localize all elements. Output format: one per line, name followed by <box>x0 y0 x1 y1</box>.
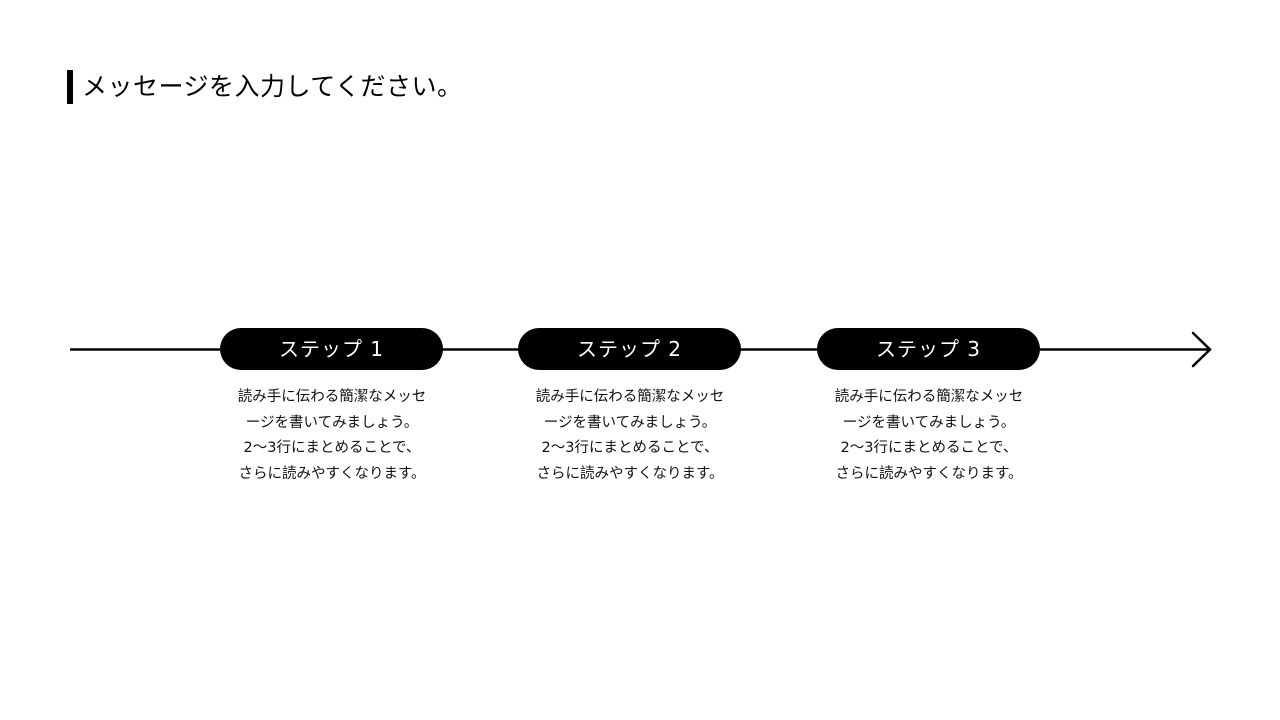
step-3-pill: ステップ 3 <box>817 328 1040 370</box>
description-line: 2〜3行にまとめることで、 <box>541 440 719 456</box>
step-1-pill: ステップ 1 <box>220 328 443 370</box>
description-line: 読み手に伝わる簡潔なメッセ <box>535 389 725 405</box>
step-2-description: 読み手に伝わる簡潔なメッセ ージを書いてみましょう。 2〜3行にまとめることで、… <box>500 385 760 487</box>
step-1-description: 読み手に伝わる簡潔なメッセ ージを書いてみましょう。 2〜3行にまとめることで、… <box>202 385 462 487</box>
description-line: ージを書いてみましょう。 <box>842 414 1016 431</box>
description-line: 読み手に伝わる簡潔なメッセ <box>237 389 427 405</box>
arrow-right-icon <box>1191 331 1212 368</box>
description-line: さらに読みやすくなります。 <box>238 465 426 482</box>
description-line: 2〜3行にまとめることで、 <box>840 440 1018 456</box>
description-line: さらに読みやすくなります。 <box>536 465 724 482</box>
description-line: さらに読みやすくなります。 <box>835 465 1023 482</box>
description-line: ージを書いてみましょう。 <box>543 414 717 431</box>
title-accent-bar <box>67 70 73 104</box>
description-line: 読み手に伝わる簡潔なメッセ <box>834 389 1024 405</box>
step-2-pill: ステップ 2 <box>518 328 741 370</box>
step-3-description: 読み手に伝わる簡潔なメッセ ージを書いてみましょう。 2〜3行にまとめることで、… <box>799 385 1059 487</box>
slide-title: メッセージを入力してください。 <box>82 72 463 101</box>
description-line: 2〜3行にまとめることで、 <box>243 440 421 456</box>
description-line: ージを書いてみましょう。 <box>245 414 419 431</box>
